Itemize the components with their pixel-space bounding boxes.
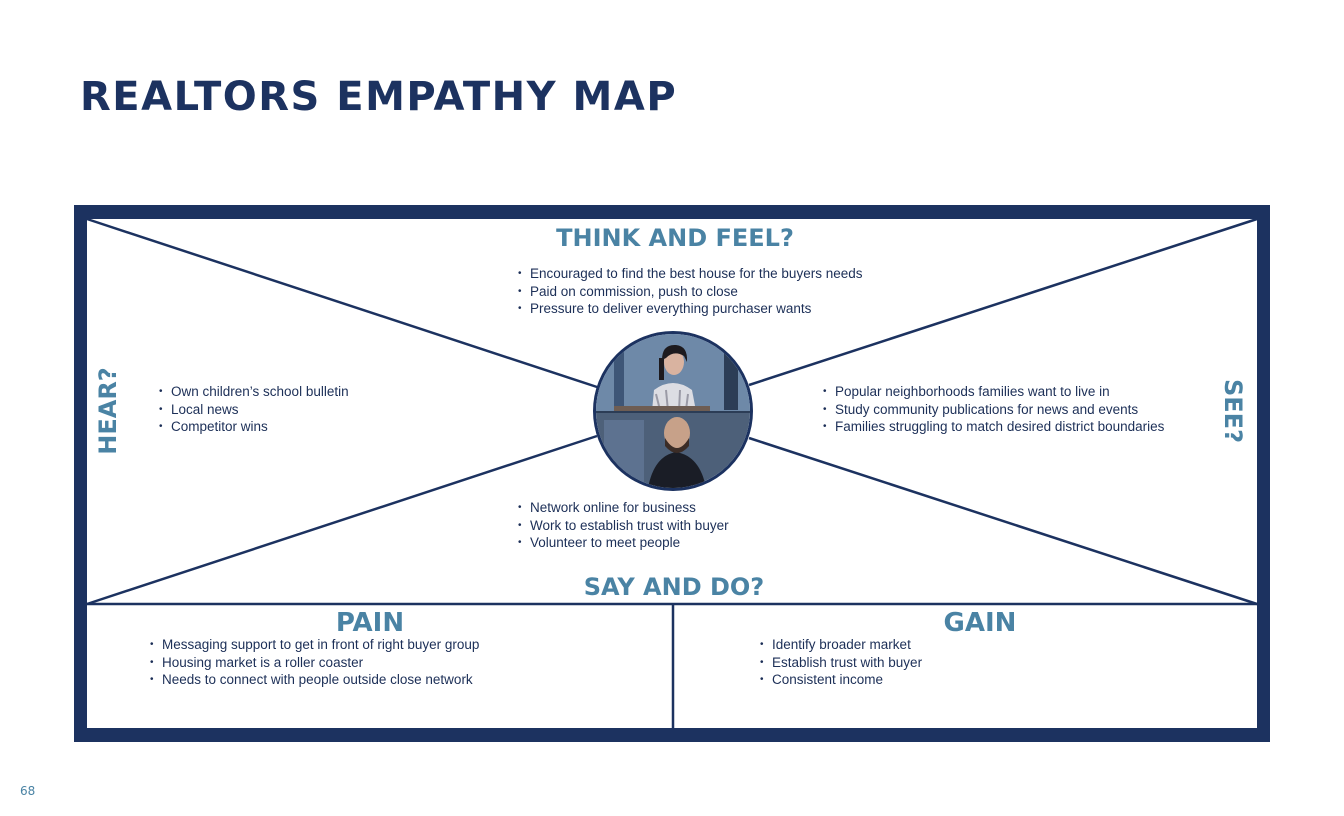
diagonal-bottom-right xyxy=(748,436,1258,606)
think-feel-list: Encouraged to find the best house for th… xyxy=(518,265,862,318)
list-item: Messaging support to get in front of rig… xyxy=(150,636,479,654)
list-item: Pressure to deliver everything purchaser… xyxy=(518,300,862,318)
list-item: Work to establish trust with buyer xyxy=(518,517,729,535)
gain-list: Identify broader market Establish trust … xyxy=(760,636,922,689)
say-do-list: Network online for business Work to esta… xyxy=(518,499,729,552)
hear-list: Own children’s school bulletin Local new… xyxy=(159,383,349,436)
list-item: Needs to connect with people outside clo… xyxy=(150,671,479,689)
list-item: Housing market is a roller coaster xyxy=(150,654,479,672)
realtor-photo xyxy=(593,331,753,491)
diagonal-top-right xyxy=(748,217,1258,387)
list-item: Consistent income xyxy=(760,671,922,689)
gain-heading: GAIN xyxy=(943,608,1017,638)
page-number: 68 xyxy=(20,784,36,798)
see-list: Popular neighborhoods families want to l… xyxy=(823,383,1164,436)
list-item: Encouraged to find the best house for th… xyxy=(518,265,862,283)
list-item: Popular neighborhoods families want to l… xyxy=(823,383,1164,401)
pain-list: Messaging support to get in front of rig… xyxy=(150,636,479,689)
list-item: Volunteer to meet people xyxy=(518,534,729,552)
list-item: Local news xyxy=(159,401,349,419)
list-item: Network online for business xyxy=(518,499,729,517)
list-item: Paid on commission, push to close xyxy=(518,283,862,301)
pain-heading: PAIN xyxy=(335,608,405,638)
list-item: Own children’s school bulletin xyxy=(159,383,349,401)
list-item: Families struggling to match desired dis… xyxy=(823,418,1164,436)
diagonal-bottom-left xyxy=(86,434,598,606)
list-item: Establish trust with buyer xyxy=(760,654,922,672)
page-title: REALTORS EMPATHY MAP xyxy=(80,74,678,120)
see-heading: SEE? xyxy=(1219,379,1247,443)
hear-heading: HEAR? xyxy=(94,367,122,455)
diagonal-top-left xyxy=(86,217,598,389)
list-item: Study community publications for news an… xyxy=(823,401,1164,419)
list-item: Competitor wins xyxy=(159,418,349,436)
say-do-heading: SAY AND DO? xyxy=(583,573,765,601)
list-item: Identify broader market xyxy=(760,636,922,654)
think-feel-heading: THINK AND FEEL? xyxy=(556,224,794,252)
